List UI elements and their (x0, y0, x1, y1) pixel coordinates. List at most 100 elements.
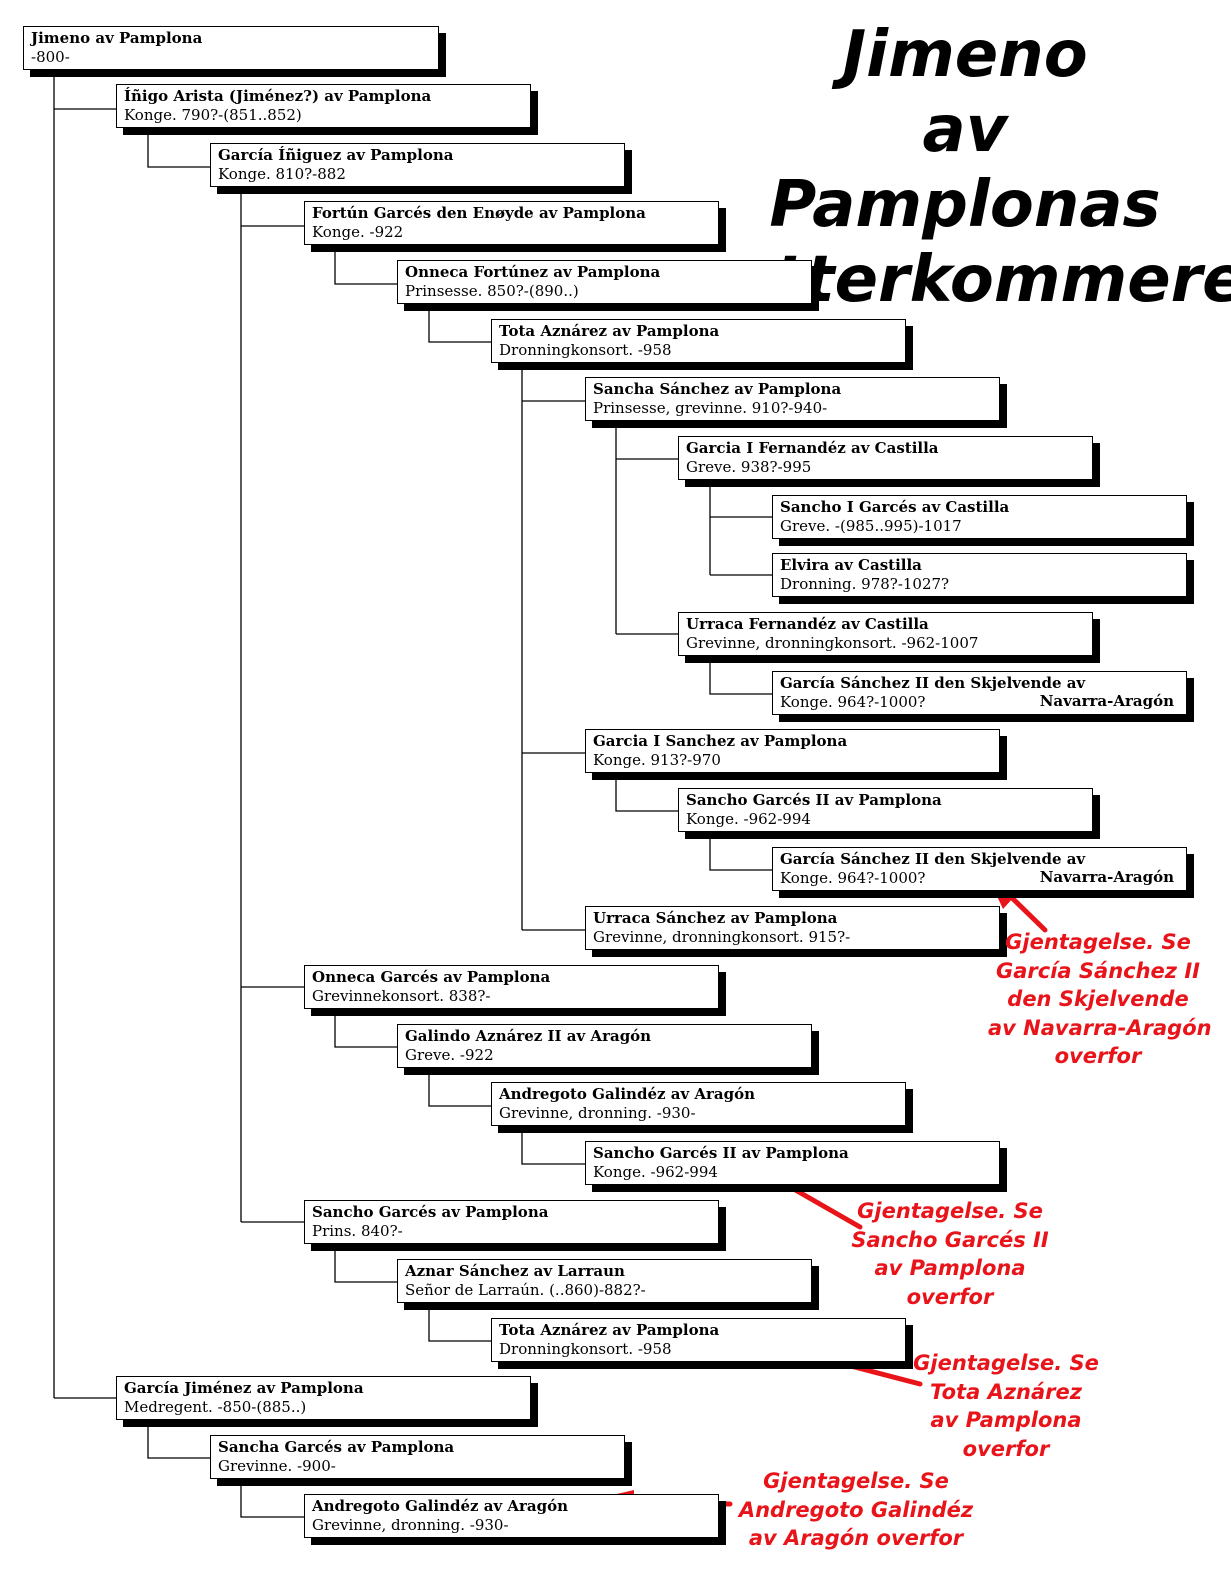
person-name: Íñigo Arista (Jiménez?) av Pamplona (124, 87, 432, 105)
person-detail: Greve. -(985..995)-1017 (780, 517, 962, 535)
annotation-line: overfor (1054, 1044, 1142, 1068)
person-box: Sancho Garcés II av Pamplona Konge. -962… (678, 788, 1093, 832)
annotation-line: av Pamplona (874, 1256, 1026, 1280)
person-name: Aznar Sánchez av Larraun (405, 1262, 625, 1280)
person-name: Sancho Garcés av Pamplona (312, 1203, 549, 1221)
annotation-line: av Aragón overfor (748, 1526, 964, 1550)
person-detail: Konge. 810?-882 (218, 165, 346, 183)
annotation-line: overfor (906, 1284, 994, 1309)
annotation-line: av Navarra-Aragón (988, 1015, 1212, 1040)
person-name: Sancho I Garcés av Castilla (780, 498, 1010, 516)
person-name: Andregoto Galindéz av Aragón (312, 1497, 569, 1515)
person-box: Onneca Garcés av Pamplona Grevinnekonsor… (304, 965, 719, 1009)
person-name: Urraca Sánchez av Pamplona (593, 909, 838, 927)
person-detail: Dronning. 978?-1027? (780, 575, 950, 593)
person-name: Jimeno av Pamplona (31, 29, 203, 47)
annotation-line: overfor (962, 1436, 1050, 1461)
person-name: García Jiménez av Pamplona (124, 1379, 364, 1397)
annotation-line: den Skjelvende (1007, 987, 1189, 1011)
person-name: Fortún Garcés den Enøyde av Pamplona (312, 204, 646, 222)
person-box: Tota Aznárez av Pamplona Dronningkonsort… (491, 319, 906, 363)
person-detail: Dronningkonsort. -958 (499, 1340, 672, 1358)
person-box: Galindo Aznárez II av Aragón Greve. -922 (397, 1024, 812, 1068)
person-box: Aznar Sánchez av Larraun Señor de Larraú… (397, 1259, 812, 1303)
person-detail-right: Navarra-Aragón (1039, 868, 1174, 886)
person-box: Urraca Fernandéz av Castilla Grevinne, d… (678, 612, 1093, 656)
person-name: García Sánchez II den Skjelvende av (780, 850, 1086, 868)
person-detail: Grevinne, dronningkonsort. 915?- (593, 928, 851, 946)
annotation-line: Gjentagelse. Se (1005, 930, 1191, 954)
annotation-line: Gjentagelse. Se (913, 1351, 1099, 1375)
person-detail-right: Navarra-Aragón (1039, 692, 1174, 710)
person-name: Sancha Garcés av Pamplona (218, 1438, 455, 1456)
person-detail: Konge. -962-994 (593, 1163, 718, 1181)
repeat-annotation: Gjentagelse. Se Andregoto Galindéz av Ar… (736, 1467, 976, 1553)
repeat-annotation: Gjentagelse. Se García Sánchez II den Sk… (988, 928, 1212, 1071)
person-detail: Grevinnekonsort. 838?- (312, 987, 491, 1005)
annotation-arrow-2 (775, 1177, 863, 1230)
person-name: Sancha Sánchez av Pamplona (593, 380, 842, 398)
person-box: Onneca Fortúnez av Pamplona Prinsesse. 8… (397, 260, 812, 304)
person-detail: Greve. 938?-995 (686, 458, 812, 476)
person-detail: Grevinne. -900- (218, 1457, 336, 1475)
person-detail: Greve. -922 (405, 1046, 494, 1064)
annotation-line: Tota Aznárez (930, 1379, 1082, 1404)
person-box: Sancho Garcés av Pamplona Prins. 840?- (304, 1200, 719, 1244)
repeat-annotation: Gjentagelse. Se Sancho Garcés II av Pamp… (840, 1197, 1060, 1311)
person-name: Tota Aznárez av Pamplona (499, 1321, 720, 1339)
person-box: Jimeno av Pamplona -800- (23, 26, 439, 70)
person-name: Sancho Garcés II av Pamplona (593, 1144, 849, 1162)
person-box: García Sánchez II den Skjelvende av Kong… (772, 671, 1187, 715)
person-box: Elvira av Castilla Dronning. 978?-1027? (772, 553, 1187, 597)
person-detail: -800- (31, 48, 70, 66)
person-box: García Íñiguez av Pamplona Konge. 810?-8… (210, 143, 625, 187)
annotation-line: García Sánchez II (996, 958, 1200, 983)
person-name: Andregoto Galindéz av Aragón (499, 1085, 756, 1103)
title-line: av Pamplonas (769, 93, 1161, 242)
title-line: Jimeno (842, 18, 1088, 92)
person-box: García Sánchez II den Skjelvende av Kong… (772, 847, 1187, 891)
person-box: Sancho I Garcés av Castilla Greve. -(985… (772, 495, 1187, 539)
annotation-arrow-1 (1005, 891, 1048, 933)
annotation-line: Andregoto Galindéz (738, 1497, 974, 1522)
person-detail: Konge. -922 (312, 223, 404, 241)
diagram-title: Jimeno av Pamplonas etterkommere (730, 18, 1231, 318)
annotation-line: Sancho Garcés II (851, 1227, 1049, 1252)
person-detail: Konge. -962-994 (686, 810, 811, 828)
person-detail: Konge. 913?-970 (593, 751, 721, 769)
person-name: García Íñiguez av Pamplona (218, 146, 454, 164)
person-name: Tota Aznárez av Pamplona (499, 322, 720, 340)
person-detail: Señor de Larraún. (..860)-882?- (405, 1281, 646, 1299)
person-name: Galindo Aznárez II av Aragón (405, 1027, 652, 1045)
person-name: García Sánchez II den Skjelvende av (780, 674, 1086, 692)
person-box: Sancha Garcés av Pamplona Grevinne. -900… (210, 1435, 625, 1479)
person-detail: Dronningkonsort. -958 (499, 341, 672, 359)
person-detail: Grevinne, dronningkonsort. -962-1007 (686, 634, 979, 652)
annotation-line: Gjentagelse. Se (857, 1199, 1043, 1223)
person-detail: Prins. 840?- (312, 1222, 403, 1240)
person-name: Onneca Fortúnez av Pamplona (405, 263, 661, 281)
person-box: Sancho Garcés II av Pamplona Konge. -962… (585, 1141, 1000, 1185)
person-detail: Grevinne, dronning. -930- (312, 1516, 509, 1534)
annotation-line: Gjentagelse. Se (763, 1469, 949, 1493)
person-detail: Grevinne, dronning. -930- (499, 1104, 696, 1122)
person-box: Andregoto Galindéz av Aragón Grevinne, d… (491, 1082, 906, 1126)
person-box: Andregoto Galindéz av Aragón Grevinne, d… (304, 1494, 719, 1538)
person-name: Sancho Garcés II av Pamplona (686, 791, 942, 809)
person-box: Garcia I Sanchez av Pamplona Konge. 913?… (585, 729, 1000, 773)
person-detail: Konge. 964?-1000? (780, 693, 926, 711)
person-detail: Konge. 964?-1000? (780, 869, 926, 887)
title-line: etterkommere (730, 243, 1231, 317)
person-box: Urraca Sánchez av Pamplona Grevinne, dro… (585, 906, 1000, 950)
person-detail: Prinsesse, grevinne. 910?-940- (593, 399, 828, 417)
person-detail: Konge. 790?-(851..852) (124, 106, 302, 124)
person-detail: Medregent. -850-(885..) (124, 1398, 307, 1416)
person-name: Onneca Garcés av Pamplona (312, 968, 551, 986)
person-detail: Prinsesse. 850?-(890..) (405, 282, 579, 300)
annotation-line: av Pamplona (930, 1408, 1082, 1432)
person-name: Elvira av Castilla (780, 556, 922, 574)
person-name: Garcia I Sanchez av Pamplona (593, 732, 848, 750)
person-name: Urraca Fernandéz av Castilla (686, 615, 929, 633)
person-box: Garcia I Fernandéz av Castilla Greve. 93… (678, 436, 1093, 480)
